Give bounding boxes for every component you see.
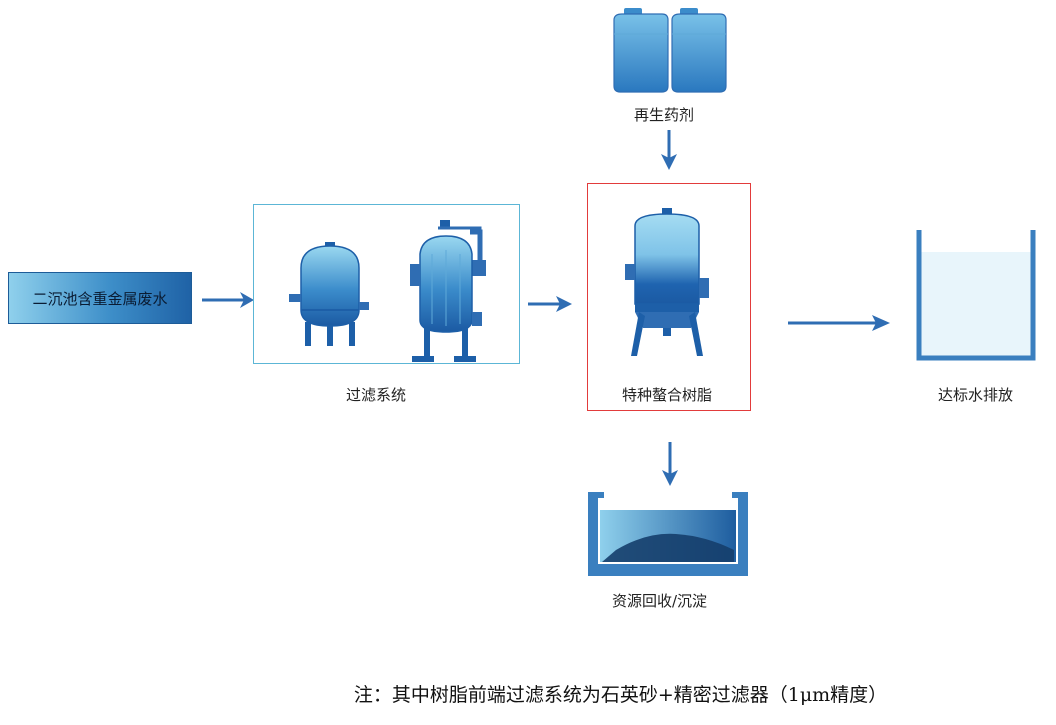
arrow-resin-to-recovery — [662, 442, 678, 486]
recovery-sedimentation-basin — [588, 492, 748, 576]
wastewater-input-box: 二沉池含重金属废水 — [8, 272, 192, 324]
regeneration-chemical-drums — [613, 8, 727, 93]
arrow-regen-to-resin — [661, 130, 677, 170]
arrow-filter-to-resin — [528, 296, 572, 312]
filter-system-label: 过滤系统 — [346, 386, 407, 404]
chelating-resin-frame — [587, 183, 751, 411]
regeneration-chemical-label: 再生药剂 — [634, 106, 695, 124]
recovery-label: 资源回收/沉淀 — [612, 592, 708, 610]
precision-filter-tank — [410, 220, 486, 362]
chelating-resin-label: 特种螯合树脂 — [622, 386, 713, 404]
arrow-resin-to-outlet — [788, 315, 890, 331]
wastewater-input-label: 二沉池含重金属废水 — [32, 289, 168, 308]
footnote: 注：其中树脂前端过滤系统为石英砂+精密过滤器（1μm精度） — [353, 684, 888, 706]
quartz-sand-filter-tank — [289, 242, 369, 346]
arrow-input-to-filter — [202, 292, 254, 308]
discharge-water-tank — [916, 230, 1036, 361]
chelating-resin-tank — [625, 208, 709, 356]
filter-system-frame — [253, 204, 520, 364]
discharge-label: 达标水排放 — [938, 386, 1014, 404]
